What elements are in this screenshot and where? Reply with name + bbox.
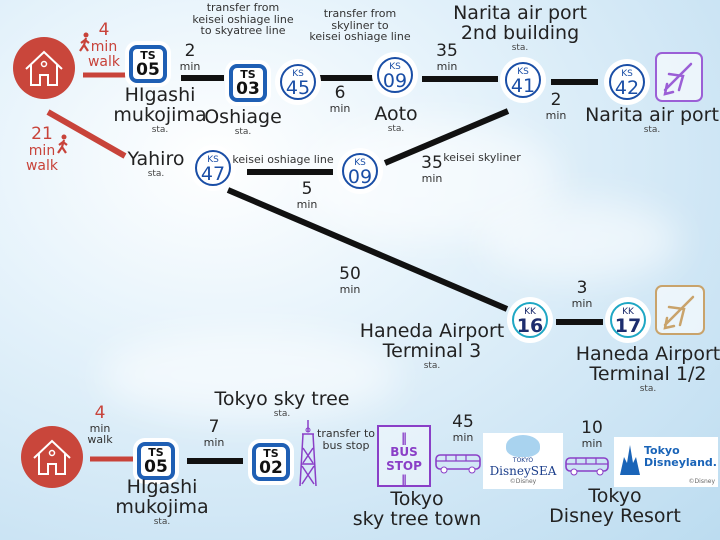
bus-icon xyxy=(435,454,481,474)
narita-airplane-icon xyxy=(655,52,703,102)
haneda-airplane-icon xyxy=(655,285,705,335)
walker-icon xyxy=(57,134,68,154)
home-icon xyxy=(21,426,83,488)
sky-tree-tower-icon xyxy=(299,420,317,487)
tokyo-disneysea-logo: TOKYO DisneySEA ©Disney xyxy=(483,433,563,489)
home-icon xyxy=(13,37,75,99)
walk-line-yahiro xyxy=(46,109,127,159)
line-aoto-narita2-skyliner xyxy=(383,108,510,166)
line-yahiro-haneda3 xyxy=(226,187,509,312)
line-label-keisei-oshiage: keisei oshiage line xyxy=(232,153,334,166)
bus-icon xyxy=(565,457,609,476)
line-label-keisei-skyliner: keisei skyliner xyxy=(443,151,521,164)
walker-icon xyxy=(79,32,90,52)
